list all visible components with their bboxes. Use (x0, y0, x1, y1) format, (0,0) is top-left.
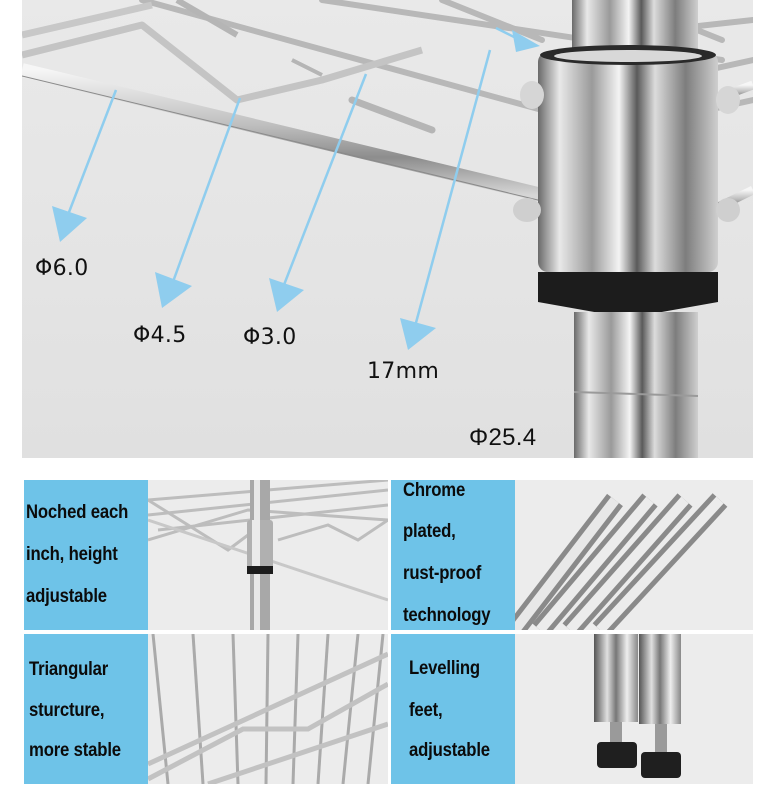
feature-panel-chrome: Chrome plated, rust-proof technology (391, 480, 753, 630)
feature-line: Levelling (409, 658, 480, 679)
feature-line: more stable (29, 740, 121, 761)
wire-truss-photo (148, 634, 388, 784)
feature-panel-levelling: Levelling feet, adjustable (391, 634, 753, 784)
levelling-feet-photo (515, 634, 753, 784)
feature-line: rust-proof (403, 563, 482, 584)
feature-text-block: Levelling feet, adjustable (391, 634, 515, 784)
feature-text-block: Noched each inch, height adjustable (24, 480, 148, 630)
feature-text-block: Chrome plated, rust-proof technology (391, 480, 515, 630)
shelf-corner-post-photo (148, 480, 388, 630)
feature-text-block: Triangular sturcture, more stable (24, 634, 148, 784)
feature-line: adjustable (409, 740, 490, 761)
feature-line: Triangular (29, 659, 109, 680)
feature-line: Chrome (403, 480, 466, 501)
feature-line: technology (403, 605, 491, 626)
feature-panel-triangular: Triangular sturcture, more stable (24, 634, 388, 784)
feature-panel-notched: Noched each inch, height adjustable (24, 480, 388, 630)
chrome-tubes-photo (515, 480, 753, 630)
feature-line: sturcture, (29, 700, 105, 721)
sleeve-height-label: 17mm (367, 359, 440, 384)
feature-line: feet, (409, 700, 443, 721)
feature-line: inch, height (26, 544, 118, 565)
feature-line: adjustable (26, 586, 107, 607)
post-diameter-label: Φ25.4 (469, 424, 537, 451)
wire-diameter-4-5-label: Φ4.5 (133, 323, 187, 348)
feature-line: Noched each (26, 502, 129, 523)
shelf-wire-illustration (22, 0, 753, 458)
feature-line: plated, (403, 521, 456, 542)
hero-dimension-image: Φ6.0 Φ4.5 Φ3.0 17mm Φ25.4 (22, 0, 753, 458)
wire-diameter-3-label: Φ3.0 (243, 325, 297, 350)
wire-diameter-6-label: Φ6.0 (35, 256, 89, 281)
